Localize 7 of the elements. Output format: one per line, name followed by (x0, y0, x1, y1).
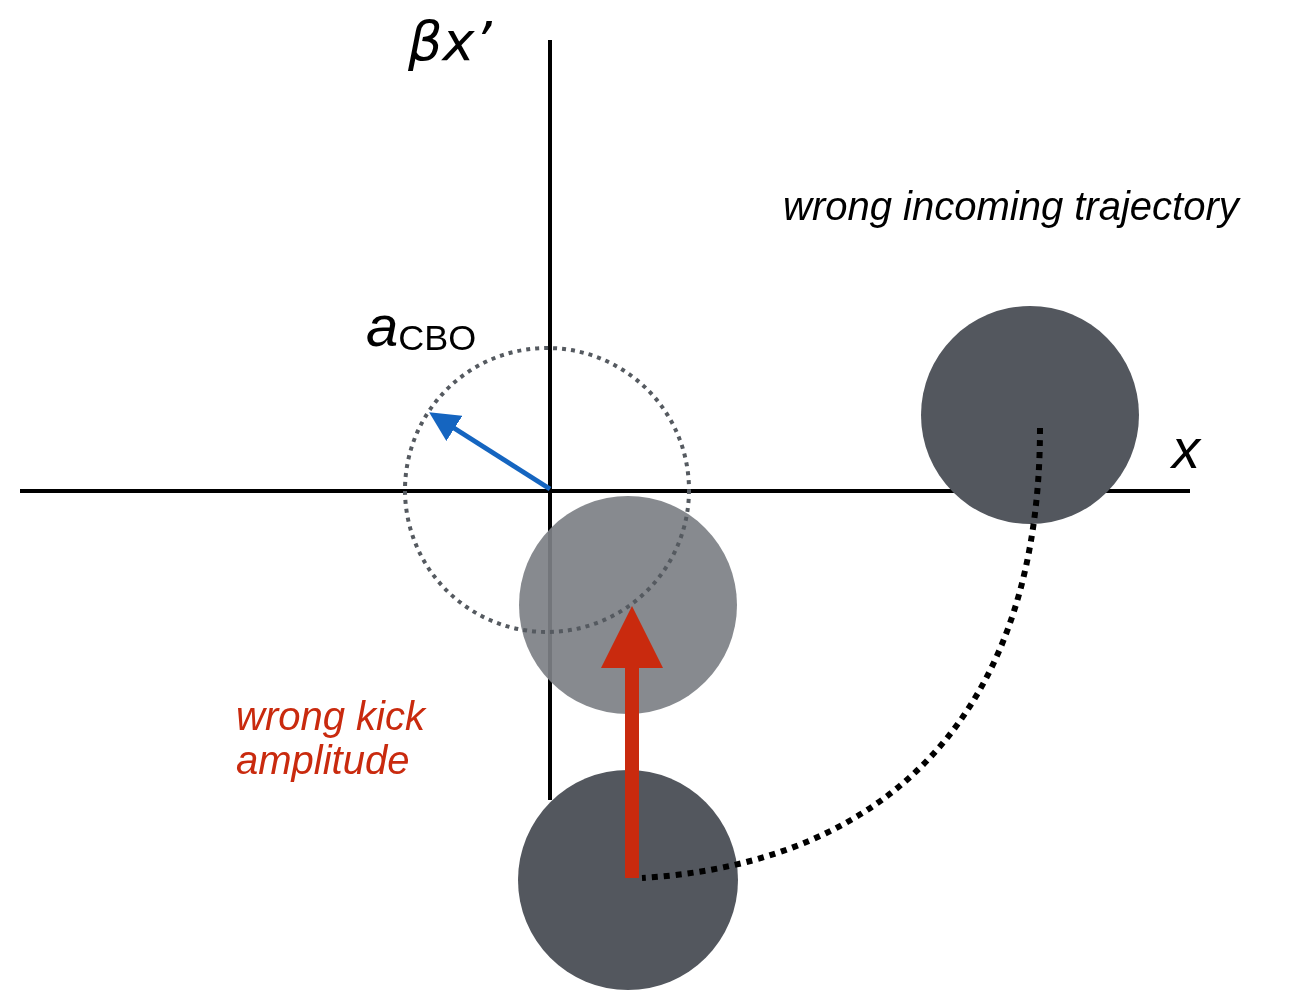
axis-label: βx’ (408, 12, 492, 72)
axis-label: x (1172, 418, 1200, 480)
annotation-text: wrong incoming trajectory (783, 184, 1239, 228)
annotation-text: wrong kick amplitude (236, 694, 428, 782)
trajectory-line (641, 427, 1043, 881)
arrow (601, 606, 663, 878)
amplitude-label: a$_{CBO}$ (366, 294, 477, 358)
